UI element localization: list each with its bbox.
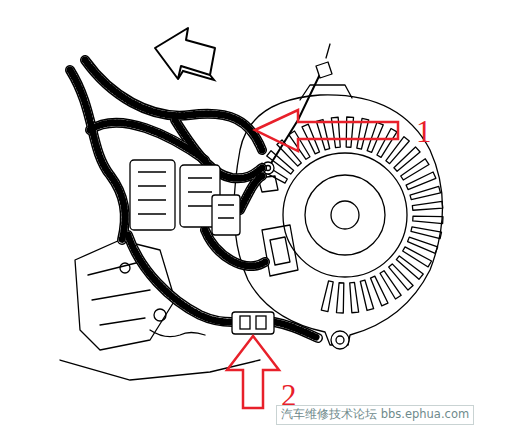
cooling-fin (336, 283, 343, 313)
alternator-connector (232, 312, 274, 334)
harness-connector (130, 160, 175, 230)
callout-arrow (255, 110, 398, 151)
harness-connector (212, 195, 240, 235)
cooling-fin (350, 282, 359, 312)
cooling-fin (394, 147, 420, 171)
engine-bracket (75, 240, 175, 350)
front-direction-arrow-shadow (178, 71, 214, 80)
mounting-bolt (331, 331, 349, 349)
cooling-fin (370, 276, 387, 306)
connector-latch (256, 316, 266, 329)
harness-tube (274, 322, 318, 338)
regulator-socket (270, 237, 290, 265)
cable-end (326, 44, 330, 58)
engine-bracket-edges (88, 262, 150, 325)
watermark: 汽车维修技术论坛 bbs.ephua.com (276, 405, 474, 425)
callout-number: 1 (416, 116, 432, 147)
mounting-bolt (336, 336, 344, 344)
connector-ribs (138, 172, 234, 218)
front-direction-arrow (155, 28, 215, 79)
engine-edge (150, 330, 205, 337)
cooling-fin (386, 137, 409, 164)
bolt (154, 309, 166, 321)
cooling-fin (321, 281, 333, 312)
cooling-fin (410, 186, 440, 199)
cooling-fin (360, 280, 373, 310)
wiring-harness (70, 60, 318, 338)
cooling-fin (389, 264, 413, 290)
cooling-fin (411, 227, 442, 239)
harness-tube (274, 322, 318, 338)
cooling-fin (316, 120, 329, 150)
bearing-boss (331, 201, 359, 229)
terminal-nut (316, 62, 332, 78)
alternator-housing (234, 95, 442, 345)
cooling-fin (406, 172, 436, 189)
cooling-fin (413, 216, 443, 223)
rear-cover (283, 153, 407, 277)
cooling-fin (403, 247, 432, 267)
connector-latch (240, 316, 250, 329)
callout-arrow (227, 336, 279, 408)
cooling-fin (396, 256, 423, 279)
bolt (120, 263, 130, 273)
cooling-fin (412, 201, 442, 210)
rear-cover-hub (305, 175, 385, 255)
regulator-plug (262, 225, 298, 276)
harness-tube (274, 322, 318, 338)
cooling-fin (377, 128, 397, 157)
